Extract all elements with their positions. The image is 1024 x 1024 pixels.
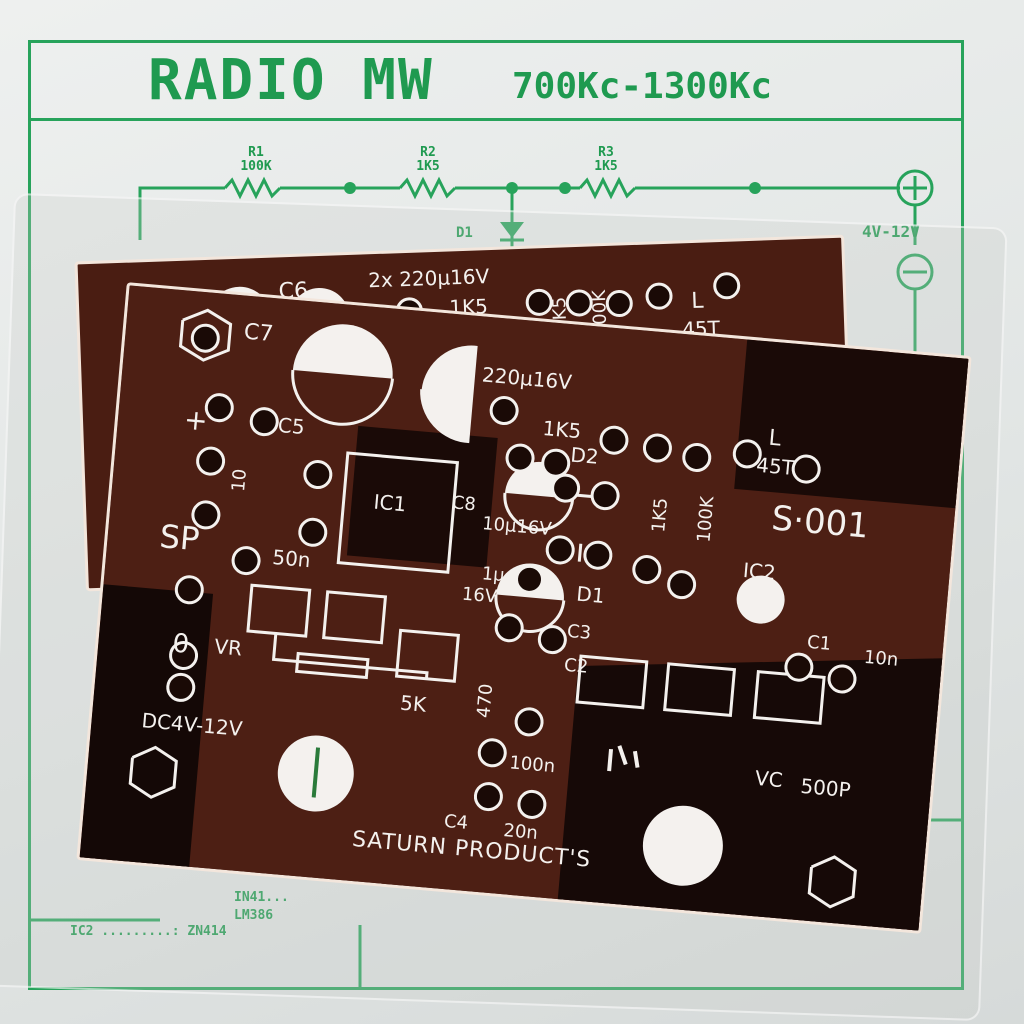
c5-label: C5 — [276, 412, 306, 440]
c2-value: 100n — [508, 752, 556, 778]
board-id: S·001 — [770, 498, 871, 547]
schematic-frame — [28, 40, 964, 990]
r-1k5-label: 1K5 — [541, 415, 583, 444]
c3-value-a: 1µ — [480, 563, 506, 587]
parts-list-ic2: IC2 .........: ZN414 — [70, 924, 227, 939]
r-10-label: 10 — [228, 467, 252, 493]
r3-ref: R3 — [598, 145, 614, 160]
vc-value: 500P — [799, 773, 852, 803]
c1-label: C1 — [806, 631, 832, 655]
r-1k5-v-label: 1K5 — [648, 496, 673, 534]
d2-label: D2 — [569, 442, 600, 469]
ground-label: 0 — [171, 628, 191, 660]
schematic-title-divider — [28, 118, 964, 121]
c3-value-b: 16V — [461, 583, 498, 608]
vc-label: VC — [754, 765, 784, 793]
schematic-voltage-label: 4V-12V — [862, 222, 920, 241]
d1-label: D1 — [575, 581, 606, 608]
r-470-label: 470 — [473, 682, 498, 719]
parts-list-ic1: LM386 — [234, 908, 274, 923]
c8-label: C8 — [450, 492, 477, 516]
speaker-label: SP — [158, 517, 202, 559]
c1-value: 10n — [863, 646, 900, 671]
r2-ref: R2 — [420, 145, 436, 160]
schematic-d1-label: D1 — [456, 225, 473, 241]
r-100k-v-label: 100K — [693, 495, 719, 544]
c7-label: C7 — [242, 319, 275, 348]
ic1-label: IC1 — [372, 489, 408, 517]
c3-label: C3 — [566, 620, 592, 644]
r3-value: 1K5 — [594, 159, 618, 174]
schematic-subtitle: 700Kc-1300Kc — [512, 66, 773, 107]
pcb-front: C7 C6 2x 220µ16V 1K5 D2 L 45T S·001 C5 5… — [76, 282, 972, 934]
c2-label: C2 — [563, 654, 590, 678]
parts-list-d: IN41... — [234, 890, 289, 905]
c6-label: C6 — [347, 342, 379, 371]
r1-value: 100K — [240, 159, 272, 174]
coil-turns-label: 45T — [755, 452, 795, 480]
ic2-label: IC2 — [742, 558, 777, 585]
r2-value: 1K5 — [416, 159, 440, 174]
plus-label: + — [182, 402, 209, 438]
front-board-copper — [79, 285, 972, 934]
vr-label: VR — [213, 634, 244, 661]
coil-l-label: L — [767, 425, 783, 452]
c4-label: C4 — [443, 810, 469, 834]
vr-value: 5K — [399, 690, 428, 717]
schematic-title: RADIO MW — [148, 48, 434, 113]
r1-ref: R1 — [248, 145, 264, 160]
c5-value: 50n — [271, 544, 312, 573]
